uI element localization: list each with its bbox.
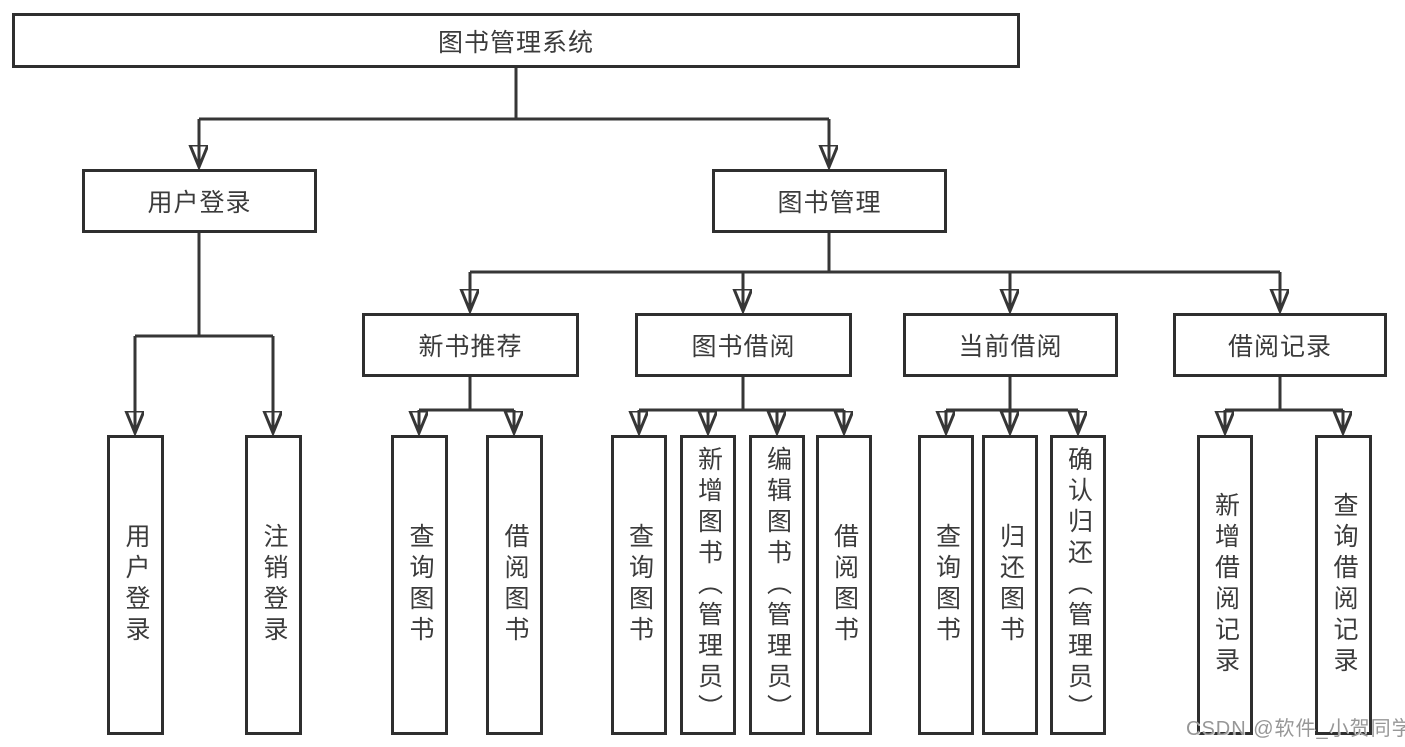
leaf-cb-query-books-label: 查询图书 xyxy=(932,523,961,647)
leaf-bb-edit-books-admin-label: 编辑图书（管理员） xyxy=(763,445,792,725)
leaf-logout-label: 注销登录 xyxy=(260,523,288,647)
connectors-new-book-branch xyxy=(419,377,514,433)
leaf-br-query-record-label: 查询借阅记录 xyxy=(1330,492,1358,678)
leaf-cb-query-books: 查询图书 xyxy=(918,435,974,735)
leaf-bb-borrow-books: 借阅图书 xyxy=(816,435,872,735)
leaf-nb-borrow-books-label: 借阅图书 xyxy=(501,523,529,647)
connectors-current-borrow-branch xyxy=(946,377,1078,433)
node-book-borrow: 图书借阅 xyxy=(635,313,852,377)
node-new-book-recommend: 新书推荐 xyxy=(362,313,579,377)
leaf-bb-edit-books-admin: 编辑图书（管理员） xyxy=(749,435,805,735)
node-borrow-record: 借阅记录 xyxy=(1173,313,1387,377)
node-root-system: 图书管理系统 xyxy=(12,13,1020,68)
node-current-borrow: 当前借阅 xyxy=(903,313,1118,377)
leaf-br-query-record: 查询借阅记录 xyxy=(1315,435,1372,735)
leaf-bb-query-books: 查询图书 xyxy=(611,435,667,735)
leaf-bb-add-books-admin: 新增图书（管理员） xyxy=(680,435,736,735)
watermark: CSDN @软件_小贺同学 xyxy=(1186,718,1405,740)
leaf-cb-confirm-return-admin: 确认归还（管理员） xyxy=(1050,435,1106,735)
connectors-book-borrow-branch xyxy=(639,377,844,433)
leaf-cb-return-books: 归还图书 xyxy=(982,435,1038,735)
leaf-bb-add-books-admin-label: 新增图书（管理员） xyxy=(694,445,723,725)
leaf-user-login: 用户登录 xyxy=(107,435,164,735)
leaf-user-login-label: 用户登录 xyxy=(122,523,150,647)
connectors-root-to-level2 xyxy=(199,68,829,167)
leaf-nb-borrow-books: 借阅图书 xyxy=(486,435,543,735)
leaf-bb-borrow-books-label: 借阅图书 xyxy=(830,523,859,647)
node-user-login: 用户登录 xyxy=(82,169,317,233)
connectors-borrow-record-branch xyxy=(1225,377,1343,433)
leaf-logout: 注销登录 xyxy=(245,435,302,735)
leaf-br-add-record-label: 新增借阅记录 xyxy=(1211,492,1240,678)
leaf-br-add-record: 新增借阅记录 xyxy=(1197,435,1253,735)
leaf-nb-query-books-label: 查询图书 xyxy=(406,523,434,647)
connectors-book-management-to-level3 xyxy=(470,233,1280,311)
connectors-user-login-branch xyxy=(135,233,273,433)
leaf-bb-query-books-label: 查询图书 xyxy=(625,523,654,647)
node-book-management: 图书管理 xyxy=(712,169,947,233)
leaf-nb-query-books: 查询图书 xyxy=(391,435,448,735)
leaf-cb-confirm-return-admin-label: 确认归还（管理员） xyxy=(1064,445,1093,725)
leaf-cb-return-books-label: 归还图书 xyxy=(996,523,1025,647)
